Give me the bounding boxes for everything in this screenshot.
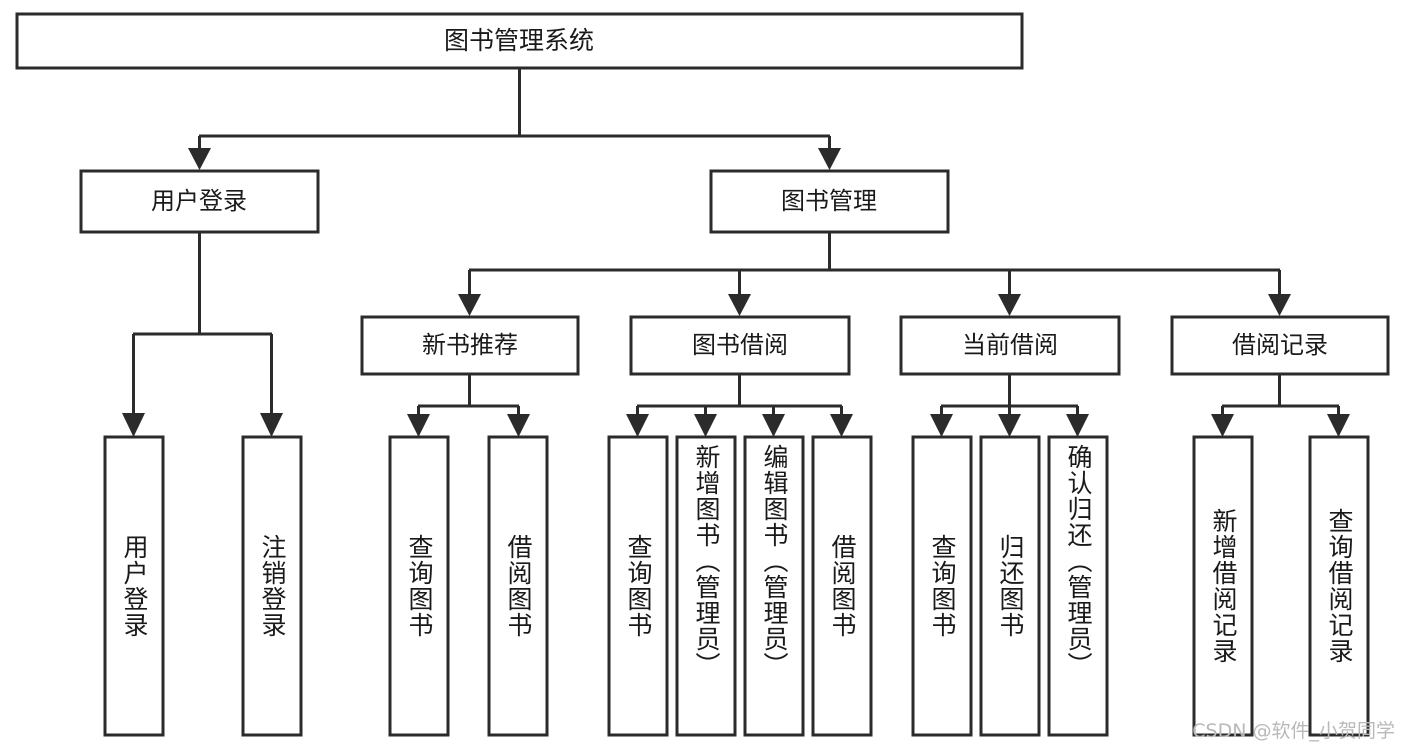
node-new-book-recommend[interactable]: 新书推荐 — [360, 315, 580, 376]
leaf-box-borrow-record-2[interactable] — [1308, 435, 1370, 737]
leaf-box-book-borrow-4[interactable] — [811, 435, 873, 737]
leaf-box-book-borrow-1[interactable] — [607, 435, 669, 737]
node-current-borrow-box[interactable] — [899, 315, 1121, 376]
node-current-borrow[interactable]: 当前借阅 — [899, 315, 1121, 376]
leaf-box-current-borrow-2[interactable] — [979, 435, 1041, 737]
arrowhead-bookmgmt — [818, 148, 841, 170]
connector-borrowrecord-to-leaves — [1211, 374, 1350, 437]
node-current-borrow-label: 当前借阅 — [962, 331, 1058, 359]
leaf-box-new-book-2[interactable] — [487, 435, 549, 737]
arrowhead-leaf-bookborrow-3 — [762, 414, 785, 437]
node-user-login[interactable]: 用户登录 — [79, 169, 320, 234]
node-borrow-record[interactable]: 借阅记录 — [1170, 315, 1390, 376]
node-book-borrow[interactable]: 图书借阅 — [629, 315, 851, 376]
arrowhead-leaf-newbook-2 — [507, 414, 530, 437]
connector-bookborrow-to-leaves — [626, 374, 853, 437]
node-book-borrow-label: 图书借阅 — [692, 331, 788, 359]
connector-root-to-level2 — [188, 68, 841, 170]
node-root-system[interactable]: 图书管理系统 — [15, 12, 1024, 70]
leaf-box-current-borrow-1[interactable] — [911, 435, 973, 737]
arrowhead-borrowrecord — [1268, 294, 1291, 316]
leaf-box-new-book-1[interactable] — [388, 435, 450, 737]
node-borrow-record-label: 借阅记录 — [1232, 331, 1328, 359]
arrowhead-userlogin — [188, 148, 211, 170]
leaf-box-user-login-1[interactable] — [103, 435, 165, 737]
connector-userlogin-to-leaves — [122, 232, 283, 437]
arrowhead-leaf-userlogin-2 — [260, 413, 283, 437]
leaf-box-user-login-2[interactable] — [241, 435, 303, 737]
node-new-book-recommend-label: 新书推荐 — [422, 331, 518, 359]
arrowhead-newbook — [458, 294, 481, 316]
connector-currentborrow-to-leaves — [930, 374, 1089, 437]
node-book-management-label: 图书管理 — [781, 187, 877, 215]
arrowhead-leaf-bookborrow-2 — [694, 414, 717, 437]
arrowhead-leaf-currentborrow-2 — [998, 414, 1021, 437]
arrowhead-leaf-bookborrow-1 — [626, 414, 649, 437]
arrowhead-leaf-bookborrow-4 — [830, 414, 853, 437]
leaf-box-borrow-record-1[interactable] — [1192, 435, 1254, 737]
node-book-management-box[interactable] — [709, 169, 950, 234]
arrowhead-leaf-newbook-1 — [407, 414, 430, 437]
leaf-box-book-borrow-2[interactable] — [675, 435, 737, 737]
connector-bookmgmt-to-level3 — [458, 232, 1291, 316]
node-new-book-recommend-box[interactable] — [360, 315, 580, 376]
node-borrow-record-box[interactable] — [1170, 315, 1390, 376]
arrowhead-leaf-borrowrecord-1 — [1211, 414, 1234, 437]
node-user-login-label: 用户登录 — [151, 187, 247, 215]
arrowhead-leaf-userlogin-1 — [122, 413, 145, 437]
node-book-borrow-box[interactable] — [629, 315, 851, 376]
arrowhead-currentborrow — [998, 294, 1021, 316]
arrowhead-leaf-borrowrecord-2 — [1327, 414, 1350, 437]
arrowhead-leaf-currentborrow-1 — [930, 414, 953, 437]
leaf-box-book-borrow-3[interactable] — [743, 435, 805, 737]
connector-newbook-to-leaves — [407, 374, 530, 437]
arrowhead-bookborrow — [728, 294, 751, 316]
node-root-system-box[interactable] — [15, 12, 1024, 70]
arrowhead-leaf-currentborrow-3 — [1066, 414, 1089, 437]
leaf-box-current-borrow-3[interactable] — [1047, 435, 1109, 737]
node-book-management[interactable]: 图书管理 — [709, 169, 950, 234]
node-root-system-label: 图书管理系统 — [444, 26, 594, 55]
